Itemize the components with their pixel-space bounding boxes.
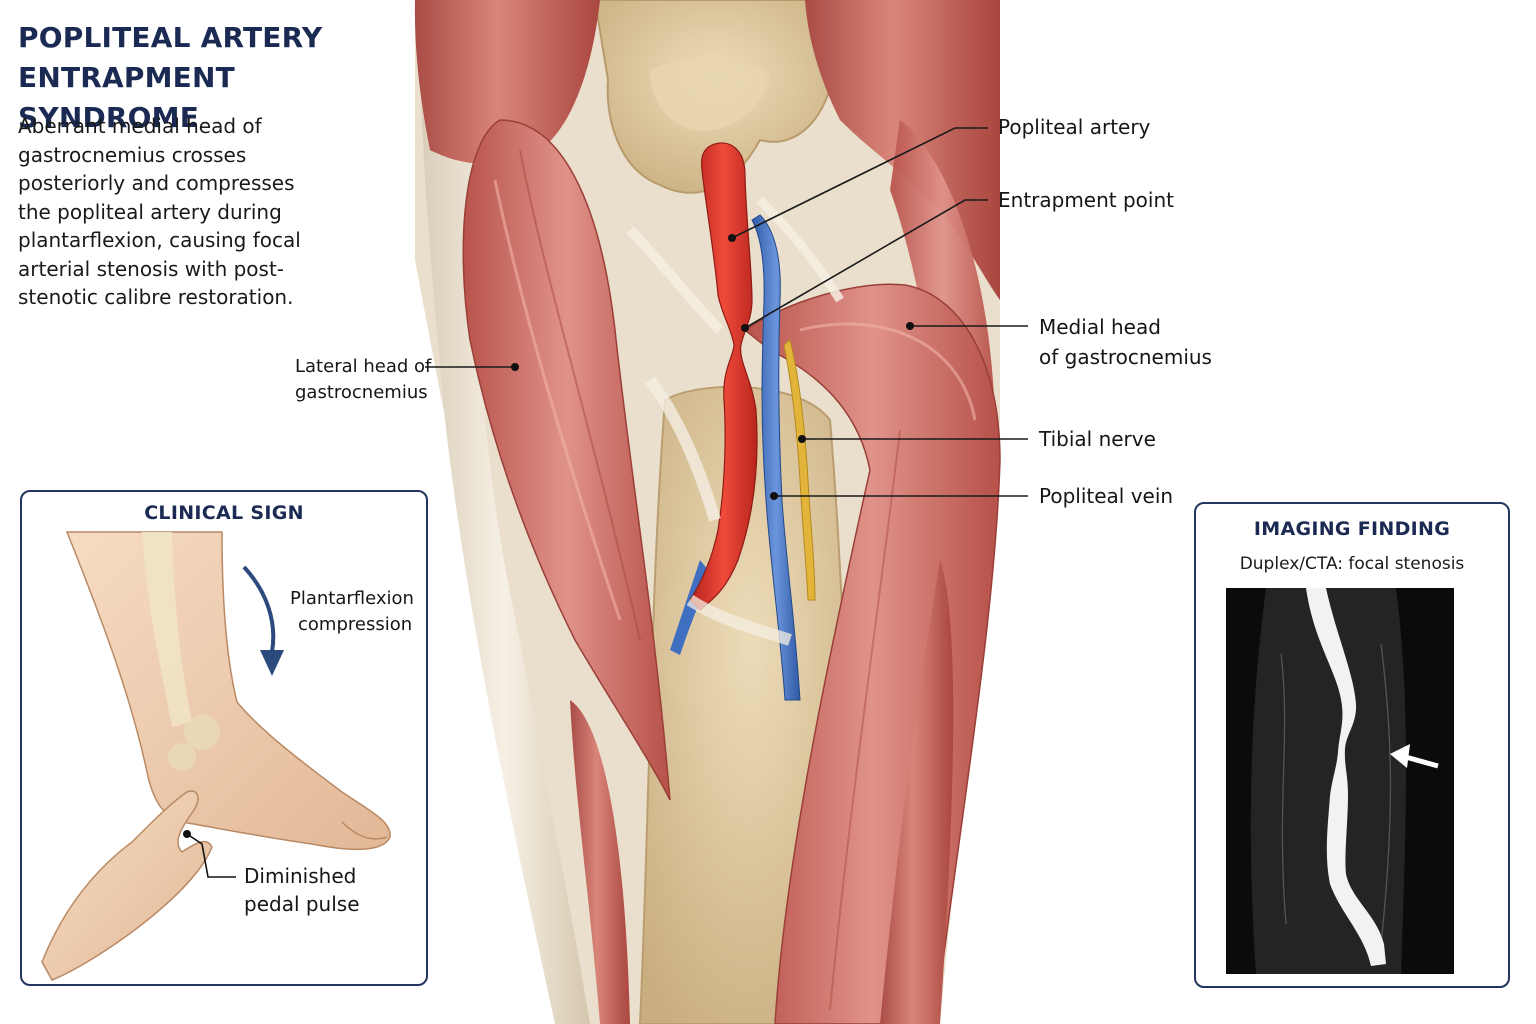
soleus-lateral xyxy=(570,700,630,1024)
lateral-tendons xyxy=(419,0,590,1024)
angiogram-artery xyxy=(1306,588,1386,966)
pulse-label-line-2: pedal pulse xyxy=(244,892,360,916)
label-popliteal-artery: Popliteal artery xyxy=(998,115,1151,139)
label-popliteal-vein: Popliteal vein xyxy=(1039,484,1174,508)
imaging-panel-title: IMAGING FINDING xyxy=(1253,518,1451,540)
clinical-sign-panel: CLINICAL SIGN Plantarflexion compression… xyxy=(20,490,428,986)
page-title: POPLITEAL ARTERY ENTRAPMENT SYNDROME xyxy=(18,18,418,138)
plantarflexion-label-line-1: Plantarflexion xyxy=(290,588,414,609)
label-lateral-head-line-1: Lateral head of xyxy=(295,356,432,377)
stenosis-arrow-head-icon xyxy=(1390,744,1410,768)
angiogram-image xyxy=(1226,588,1454,974)
plantarflexion-label-line-2: compression xyxy=(298,614,413,635)
plantarflexion-arrow-icon xyxy=(242,565,276,653)
label-medial-head-line-2: of gastrocnemius xyxy=(1039,345,1212,369)
label-tibial-nerve: Tibial nerve xyxy=(1039,427,1156,451)
description-text: Aberrant medial head of gastrocnemius cr… xyxy=(18,114,301,309)
label-lateral-head-line-2: gastrocnemius xyxy=(295,382,428,403)
title-line-1: POPLITEAL ARTERY xyxy=(18,21,323,54)
popliteal-vein xyxy=(751,214,801,701)
title-line-2: ENTRAPMENT SYNDROME xyxy=(18,61,235,134)
arrow-head-icon xyxy=(260,650,284,676)
foot-illustration xyxy=(41,531,391,981)
soleus-medial xyxy=(880,560,954,1024)
pulse-label-line-1: Diminished xyxy=(244,864,357,888)
clinical-panel-title: CLINICAL SIGN xyxy=(144,502,304,524)
label-entrapment-point: Entrapment point xyxy=(998,188,1174,212)
imaging-finding-panel: IMAGING FINDING Duplex/CTA: focal stenos… xyxy=(1194,502,1510,988)
leader-lines xyxy=(425,127,1028,497)
tibial-nerve xyxy=(783,339,816,601)
biceps-femoris xyxy=(414,0,600,165)
imaging-panel-subtitle: Duplex/CTA: focal stenosis xyxy=(1239,554,1465,574)
leader-dots xyxy=(511,234,914,500)
lateral-head-gastrocnemius xyxy=(462,119,671,801)
label-medial-head-line-1: Medial head xyxy=(1039,315,1161,339)
